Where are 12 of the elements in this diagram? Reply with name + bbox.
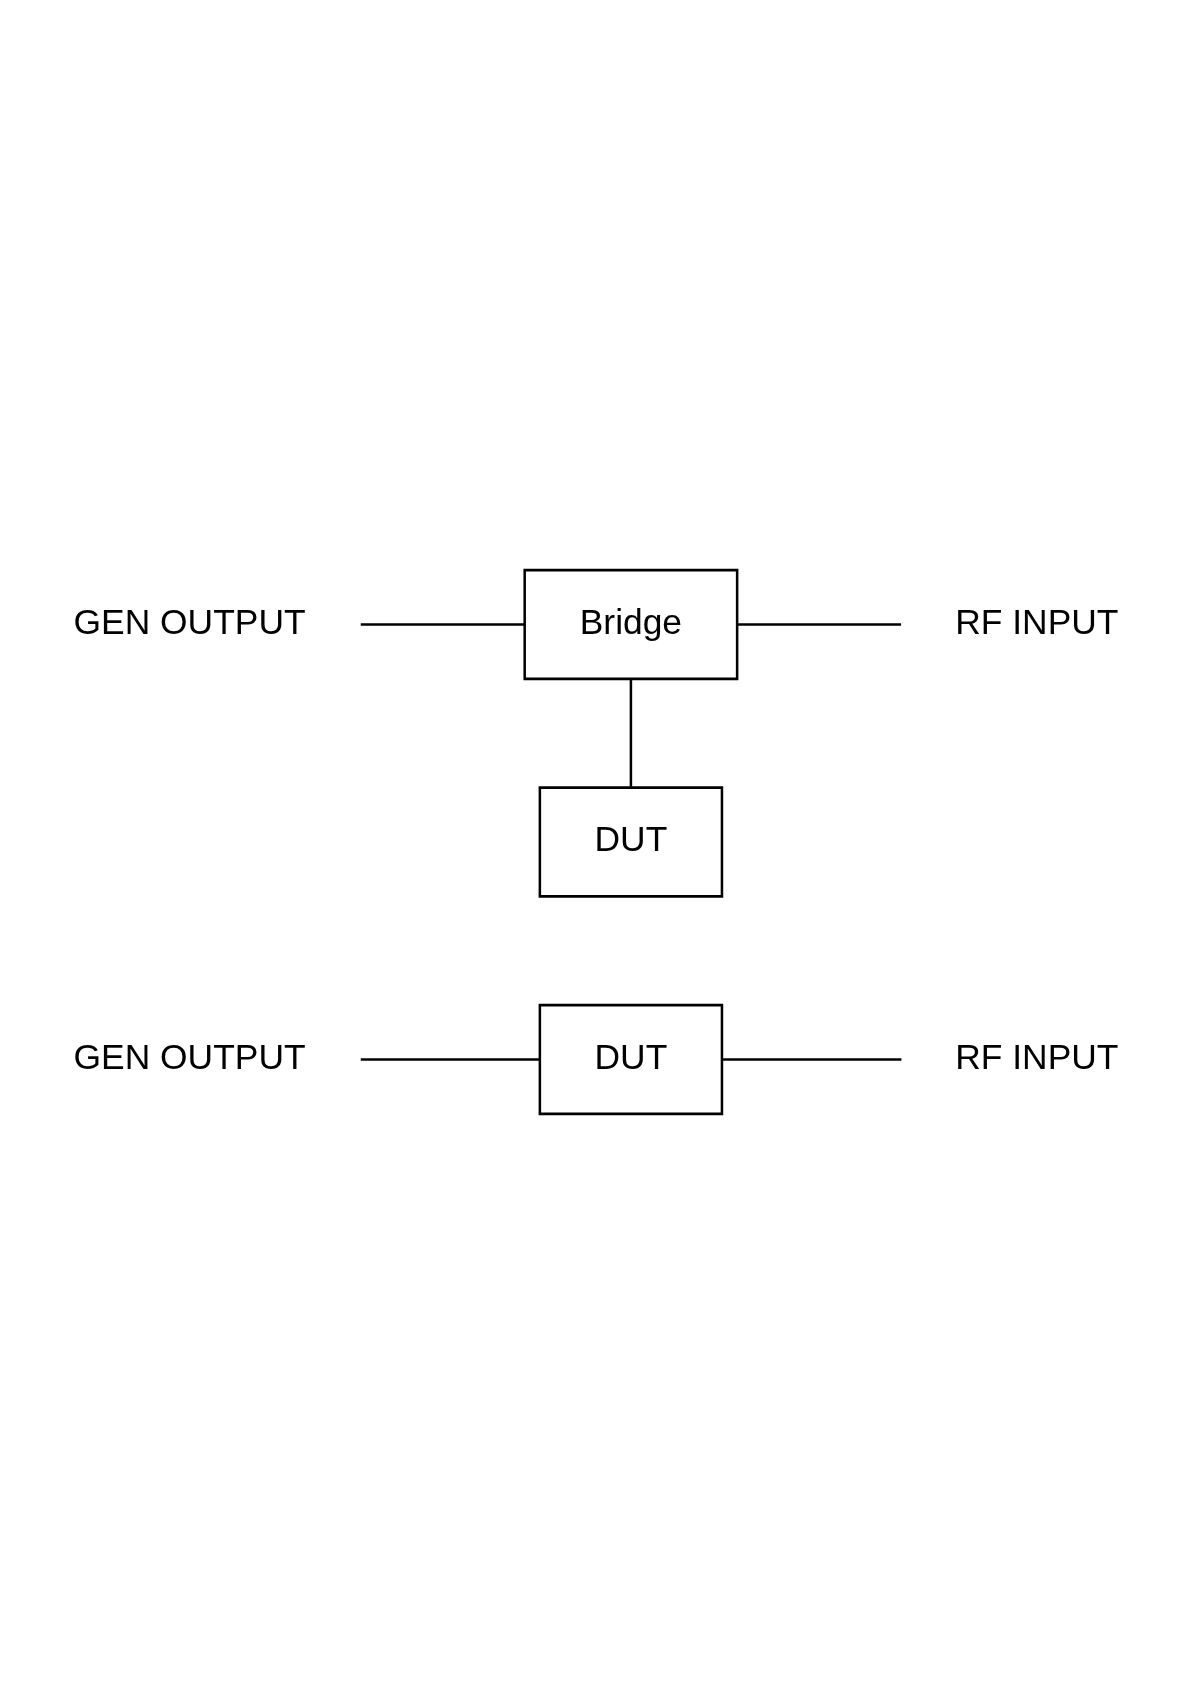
- node-text: GEN OUTPUT: [73, 1036, 306, 1077]
- node-box: Bridge: [523, 568, 739, 681]
- node-text: RF INPUT: [955, 601, 1119, 642]
- connector: [629, 679, 633, 787]
- node-text: GEN OUTPUT: [73, 601, 306, 642]
- node-box: DUT: [538, 786, 724, 898]
- connector: [360, 1058, 540, 1061]
- connector: [722, 1058, 902, 1061]
- connector: [360, 623, 525, 626]
- node-text: RF INPUT: [955, 1036, 1119, 1077]
- connector: [737, 623, 902, 626]
- node-box: DUT: [538, 1003, 724, 1116]
